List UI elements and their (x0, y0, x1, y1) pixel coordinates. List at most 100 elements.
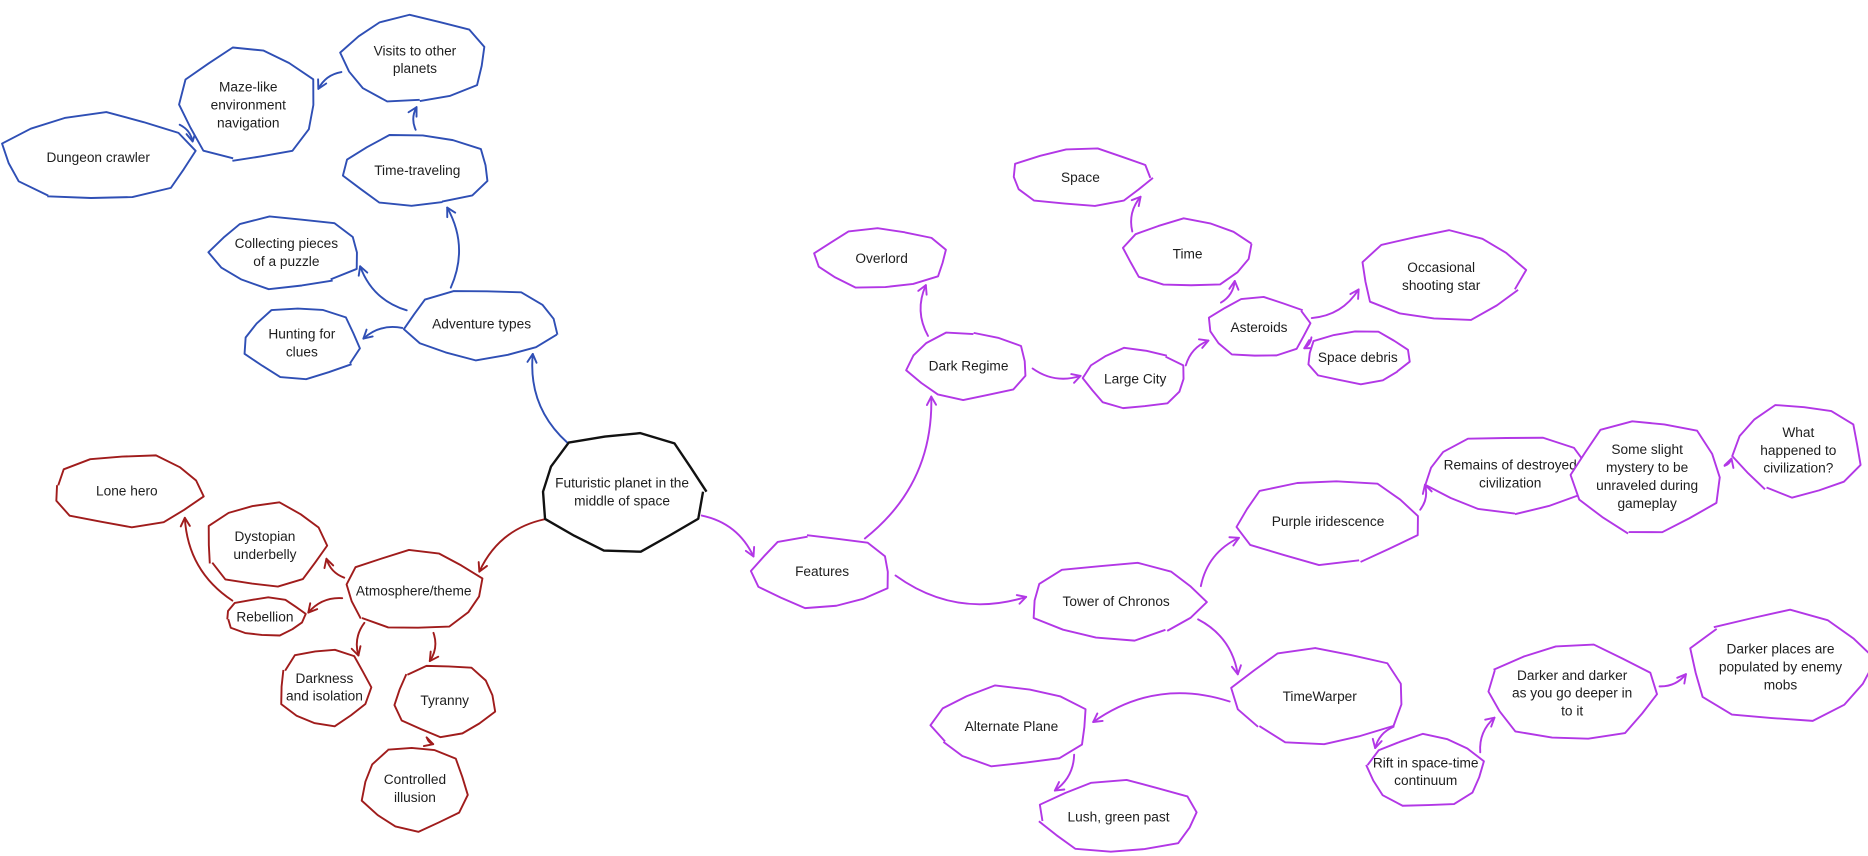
node-outline (1, 111, 197, 199)
node-outline (280, 648, 373, 728)
node-iridescence[interactable]: Purple iridescence (1235, 480, 1419, 566)
node-label: Darkness (296, 671, 354, 686)
arrowhead-icon (1676, 673, 1687, 685)
node-space[interactable]: Space (1012, 147, 1154, 207)
node-outline (1235, 480, 1419, 566)
connector-adventure-to-hunting (362, 326, 404, 340)
node-label: Tyranny (420, 693, 469, 708)
node-label: Atmosphere/theme (356, 583, 472, 598)
connector-largecity-to-asteroids (1184, 338, 1210, 367)
node-label: unraveled during (1596, 478, 1698, 493)
node-adventure[interactable]: Adventure types (402, 290, 559, 362)
node-dungeon[interactable]: Dungeon crawler (1, 111, 197, 199)
connector-mystery-to-whathappened (1723, 457, 1735, 469)
node-outline (1230, 647, 1403, 746)
node-label: Time (1173, 246, 1203, 261)
node-label: TimeWarper (1283, 689, 1358, 704)
node-spacedebris[interactable]: Space debris (1307, 330, 1411, 386)
node-label: Darker and darker (1517, 668, 1628, 683)
connector-darkregime-to-overlord (917, 284, 929, 337)
node-outline (1307, 330, 1411, 386)
node-lush[interactable]: Lush, green past (1038, 778, 1198, 853)
node-label: as you go deeper in (1512, 686, 1632, 701)
node-rebellion[interactable]: Rebellion (226, 596, 307, 637)
node-label: underbelly (233, 547, 296, 562)
arrowhead-icon (1230, 664, 1242, 676)
node-altplane[interactable]: Alternate Plane (929, 684, 1087, 768)
node-outline (1121, 217, 1253, 287)
node-timetravel[interactable]: Time-traveling (341, 134, 489, 207)
node-time[interactable]: Time (1121, 217, 1253, 287)
node-label: Dystopian (234, 529, 295, 544)
node-atmosphere[interactable]: Atmosphere/theme (345, 548, 484, 629)
node-outline (1487, 643, 1658, 740)
node-label: Lone hero (96, 483, 158, 498)
node-label: mystery to be (1606, 460, 1688, 475)
node-label: Lush, green past (1068, 809, 1170, 824)
arrowhead-icon (1228, 280, 1240, 291)
node-outline (341, 134, 489, 207)
arrowhead-icon (526, 353, 538, 364)
node-label: Space debris (1318, 350, 1398, 365)
node-label: middle of space (574, 493, 670, 508)
arrowhead-icon (925, 395, 938, 406)
node-label: environment (211, 98, 287, 113)
connector-visits-to-maze (317, 71, 343, 90)
arrowhead-icon (428, 650, 440, 663)
node-largecity[interactable]: Large City (1081, 346, 1185, 410)
node-tyranny[interactable]: Tyranny (393, 664, 497, 739)
connector-rebellion-to-lonehero (179, 516, 234, 602)
node-outline (1361, 229, 1528, 321)
node-dystopian[interactable]: Dystopian underbelly (207, 501, 329, 588)
node-label: Overlord (855, 251, 907, 266)
connector-tyranny-to-controlled (422, 736, 435, 748)
node-asteroids[interactable]: Asteroids (1207, 295, 1312, 357)
node-label: continuum (1394, 773, 1457, 788)
arrowhead-icon (917, 284, 928, 296)
connector-adventure-to-timetravel (446, 206, 460, 289)
node-outline (1731, 404, 1862, 499)
node-darkregime[interactable]: Dark Regime (905, 331, 1027, 401)
node-label: What (1782, 425, 1814, 440)
connector-adventure-to-collecting (357, 265, 408, 312)
node-label: Adventure types (432, 317, 531, 332)
arrowhead-icon (407, 106, 418, 118)
arrowhead-icon (1228, 536, 1240, 547)
node-timewarper[interactable]: TimeWarper (1230, 647, 1403, 746)
node-label: mobs (1764, 677, 1798, 692)
arrowhead-icon (1723, 457, 1735, 469)
node-tower[interactable]: Tower of Chronos (1032, 561, 1208, 642)
arrowhead-icon (317, 78, 328, 90)
arrowhead-icon (350, 645, 362, 657)
connector-root-to-features (700, 514, 756, 558)
node-label: Time-traveling (374, 163, 460, 178)
node-label: happened to (1760, 443, 1837, 458)
node-outline (360, 746, 469, 833)
node-label: Hunting for (268, 327, 335, 342)
arrowhead-icon (1053, 781, 1066, 792)
node-outline (207, 215, 358, 291)
connector-tower-to-iridescence (1199, 536, 1240, 588)
node-overlord[interactable]: Overlord (813, 227, 947, 289)
node-features[interactable]: Features (749, 534, 889, 610)
arrowhead-icon (1484, 716, 1496, 728)
node-label: shooting star (1402, 278, 1481, 293)
node-outline (345, 548, 484, 629)
node-outline (1569, 420, 1721, 535)
node-lonehero[interactable]: Lone hero (55, 454, 205, 529)
